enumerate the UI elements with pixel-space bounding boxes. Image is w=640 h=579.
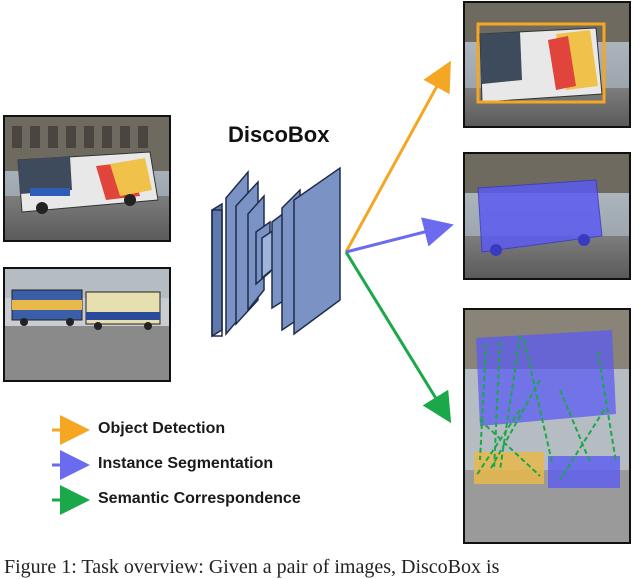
task-arrows [344, 60, 454, 424]
legend-label-segmentation: Instance Segmentation [98, 455, 274, 472]
detection-arrow [344, 60, 451, 253]
output-correspondence-image [463, 308, 631, 544]
figure-caption: Figure 1: Task overview: Given a pair of… [4, 556, 500, 578]
discobox-network [211, 166, 341, 338]
segmentation-arrow [345, 217, 454, 254]
diagram-title: DiscoBox [228, 122, 330, 147]
legend-arrows [52, 415, 90, 515]
input-image-2 [3, 267, 171, 382]
legend-label-detection: Object Detection [98, 420, 226, 437]
input-image-1 [3, 115, 171, 242]
correspondence-arrow [344, 251, 452, 424]
output-detection-image [463, 1, 631, 128]
output-segmentation-image [463, 152, 631, 280]
legend-label-correspondence: Semantic Correspondence [98, 490, 301, 507]
